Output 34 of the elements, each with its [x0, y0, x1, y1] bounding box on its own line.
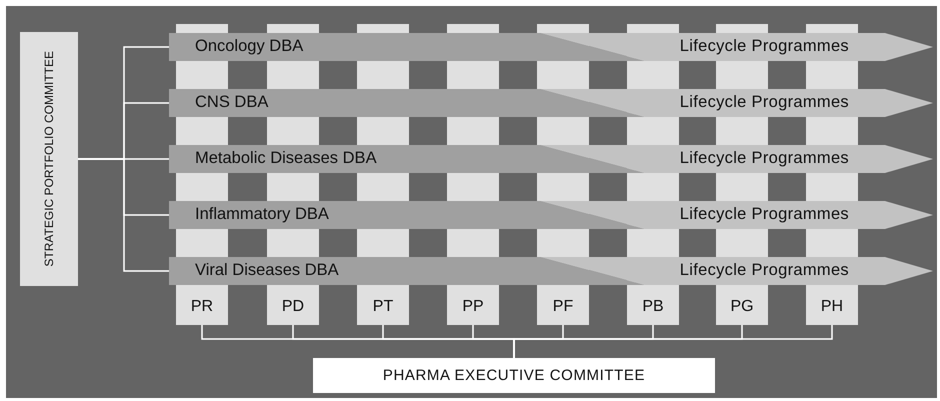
arrow-label: Lifecycle Programmes — [680, 37, 849, 56]
committee-label: STRATEGIC PORTFOLIO COMMITTEE — [42, 51, 56, 267]
arrow-label: Lifecycle Programmes — [680, 93, 849, 112]
area-band — [169, 145, 645, 173]
committee-label: PHARMA EXECUTIVE COMMITTEE — [382, 367, 646, 384]
arrow-label: Lifecycle Programmes — [680, 205, 849, 224]
lifecycle-arrow — [541, 33, 935, 61]
connector-line — [513, 325, 833, 358]
column-label: PT — [372, 298, 394, 316]
column-label: PD — [282, 298, 304, 316]
band-label: Oncology DBA — [195, 37, 304, 56]
column-label: PG — [730, 298, 754, 316]
lifecycle-arrow — [541, 89, 935, 117]
column-label: PH — [820, 298, 844, 316]
connector-line — [78, 158, 169, 272]
band-label: CNS DBA — [195, 93, 268, 112]
lifecycle-arrow — [541, 145, 935, 173]
column-label: PR — [190, 298, 214, 316]
column-label: PB — [642, 298, 664, 316]
band-label: Metabolic Diseases DBA — [195, 149, 377, 168]
column-label: PP — [462, 298, 484, 316]
lifecycle-arrow — [541, 201, 935, 229]
committee-box — [20, 32, 78, 286]
area-band — [169, 201, 645, 229]
column-label: PF — [552, 298, 574, 316]
arrow-label: Lifecycle Programmes — [680, 149, 849, 168]
committee-box — [313, 358, 715, 393]
band-label: Viral Diseases DBA — [195, 261, 339, 280]
arrow-label: Lifecycle Programmes — [680, 261, 849, 280]
area-band — [169, 33, 645, 61]
band-label: Inflammatory DBA — [195, 205, 329, 224]
area-band — [169, 89, 645, 117]
area-band — [169, 257, 645, 285]
lifecycle-arrow — [541, 257, 935, 285]
